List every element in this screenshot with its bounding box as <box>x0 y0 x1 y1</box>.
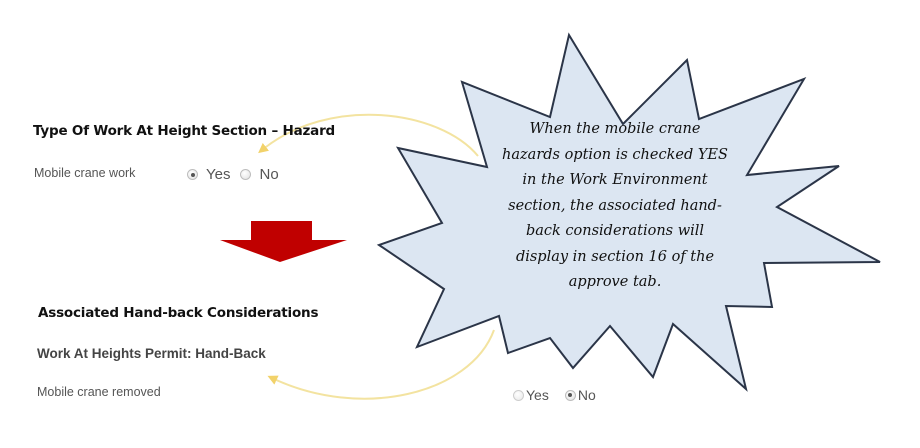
radio-label-no: No <box>259 166 279 183</box>
callout-text: When the mobile crane hazards option is … <box>470 117 760 296</box>
callout-star-shape <box>376 32 881 392</box>
callout-line: in the Work Environment <box>522 172 708 188</box>
mobile-crane-removed-radio-group: Yes No <box>513 387 596 403</box>
callout-line: back considerations will <box>525 223 705 239</box>
callout-line: hazards option is checked YES <box>502 146 728 163</box>
radio-unchecked-icon[interactable] <box>240 169 252 180</box>
mobile-crane-removed-yes-radio[interactable]: Yes <box>513 387 549 403</box>
handback-permit-subtitle: Work At Heights Permit: Hand-Back <box>37 346 266 361</box>
mobile-crane-removed-no-radio[interactable]: No <box>564 387 596 403</box>
callout-line: section, the associated hand- <box>508 197 722 214</box>
mobile-crane-work-no-radio[interactable]: No <box>240 166 279 183</box>
curved-arrow-icon <box>267 329 495 400</box>
mobile-crane-removed-label: Mobile crane removed <box>37 385 161 399</box>
mobile-crane-work-radio-group: Yes No <box>187 166 279 183</box>
radio-label-yes: Yes <box>206 166 231 183</box>
hazard-section-title: Type Of Work At Height Section – Hazard <box>33 123 336 139</box>
mobile-crane-work-yes-radio[interactable]: Yes <box>187 166 230 183</box>
curved-arrow-icon <box>258 113 479 157</box>
radio-label-yes: Yes <box>526 387 549 403</box>
radio-unchecked-icon[interactable] <box>513 389 524 401</box>
radio-checked-icon[interactable] <box>187 169 198 180</box>
handback-section-title: Associated Hand-back Considerations <box>38 305 319 321</box>
callout-line: When the mobile crane <box>529 121 701 137</box>
down-arrow-icon <box>220 221 347 262</box>
radio-label-no: No <box>577 387 596 403</box>
callout-line: approve tab. <box>568 274 662 290</box>
mobile-crane-work-label: Mobile crane work <box>34 166 136 180</box>
radio-checked-icon[interactable] <box>564 389 576 401</box>
callout-line: display in section 16 of the <box>515 248 715 265</box>
